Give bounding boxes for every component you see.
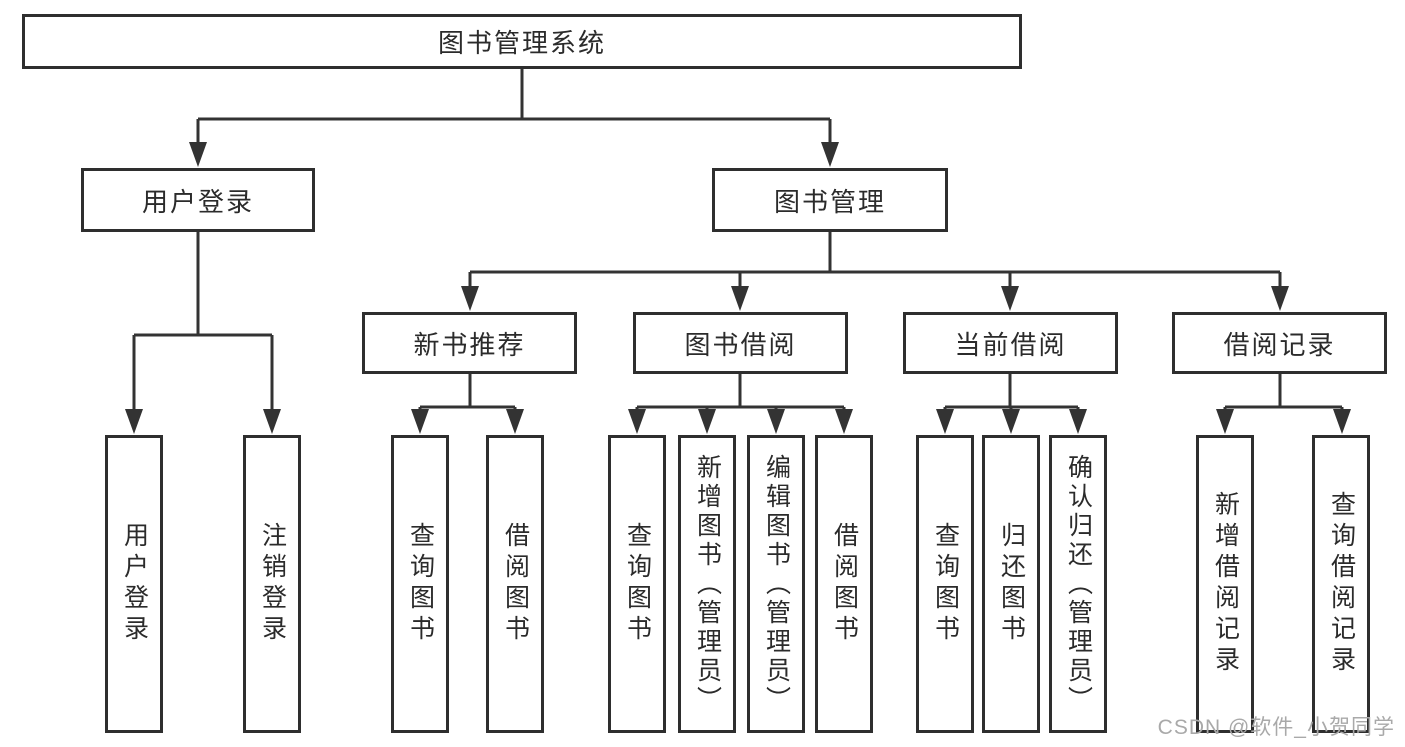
node-label: 新书推荐 xyxy=(413,329,526,360)
node-label: 查询借阅记录 xyxy=(1327,491,1356,677)
node-label: 编辑图书（管理员） xyxy=(762,453,791,715)
leaf-user-login: 用户登录 xyxy=(105,435,163,733)
node-current-borrow: 当前借阅 xyxy=(903,312,1118,374)
arrow-icon xyxy=(698,409,716,434)
connector-bookmgmt-to-level3 xyxy=(468,232,1282,292)
node-label: 查询图书 xyxy=(623,522,652,646)
node-label: 新增图书（管理员） xyxy=(693,453,722,715)
leaf-current-query-books: 查询图书 xyxy=(916,435,974,733)
node-label: 用户登录 xyxy=(141,186,254,217)
arrowheads xyxy=(125,142,1351,434)
node-new-book-recommend: 新书推荐 xyxy=(362,312,577,374)
arrow-icon xyxy=(263,409,281,434)
node-label: 用户登录 xyxy=(120,522,149,646)
arrow-icon xyxy=(1216,409,1234,434)
arrow-icon xyxy=(936,409,954,434)
arrow-icon xyxy=(821,142,839,167)
arrow-icon xyxy=(1001,286,1019,311)
node-label: 借阅图书 xyxy=(501,522,530,646)
node-label: 借阅记录 xyxy=(1223,329,1336,360)
arrow-icon xyxy=(506,409,524,434)
node-label: 查询图书 xyxy=(931,522,960,646)
connector-bookborrow-branch xyxy=(635,374,846,415)
node-borrow-records: 借阅记录 xyxy=(1172,312,1387,374)
node-user-login: 用户登录 xyxy=(81,168,315,232)
connector-currentborrow-branch xyxy=(943,374,1080,415)
arrow-icon xyxy=(461,286,479,311)
csdn-watermark: CSDN @软件_小贺同学 xyxy=(1157,716,1395,739)
node-label: 图书借阅 xyxy=(684,329,797,360)
node-label: 查询图书 xyxy=(406,522,435,646)
node-book-borrow: 图书借阅 xyxy=(633,312,848,374)
arrow-icon xyxy=(628,409,646,434)
leaf-query-borrow-record: 查询借阅记录 xyxy=(1312,435,1370,733)
arrow-icon xyxy=(835,409,853,434)
connector-newbook-branch xyxy=(418,374,517,415)
node-book-management: 图书管理 xyxy=(712,168,948,232)
node-label: 当前借阅 xyxy=(954,329,1067,360)
connector-borrowrecords-branch xyxy=(1223,374,1344,415)
leaf-add-books-admin: 新增图书（管理员） xyxy=(678,435,736,733)
connector-userlogin-to-leaves xyxy=(132,232,274,415)
arrow-icon xyxy=(1069,409,1087,434)
node-label: 注销登录 xyxy=(258,522,287,646)
node-label: 新增借阅记录 xyxy=(1211,491,1240,677)
node-library-management-system: 图书管理系统 xyxy=(22,14,1022,69)
leaf-logout: 注销登录 xyxy=(243,435,301,733)
leaf-borrow-query-books: 查询图书 xyxy=(608,435,666,733)
arrow-icon xyxy=(1002,409,1020,434)
leaf-confirm-return-admin: 确认归还（管理员） xyxy=(1049,435,1107,733)
arrow-icon xyxy=(767,409,785,434)
leaf-newbook-borrow-books: 借阅图书 xyxy=(486,435,544,733)
node-label: 图书管理 xyxy=(773,186,886,217)
node-label: 图书管理系统 xyxy=(437,28,606,58)
leaf-return-books: 归还图书 xyxy=(982,435,1040,733)
leaf-borrow-borrow-books: 借阅图书 xyxy=(815,435,873,733)
arrow-icon xyxy=(1333,409,1351,434)
arrow-icon xyxy=(1271,286,1289,311)
arrow-icon xyxy=(411,409,429,434)
arrow-icon xyxy=(189,142,207,167)
connector-root-to-level2 xyxy=(196,69,832,148)
leaf-edit-books-admin: 编辑图书（管理员） xyxy=(747,435,805,733)
arrow-icon xyxy=(731,286,749,311)
node-label: 确认归还（管理员） xyxy=(1064,453,1093,715)
node-label: 归还图书 xyxy=(997,522,1026,646)
node-label: 借阅图书 xyxy=(830,522,859,646)
leaf-add-borrow-record: 新增借阅记录 xyxy=(1196,435,1254,733)
arrow-icon xyxy=(125,409,143,434)
leaf-newbook-query-books: 查询图书 xyxy=(391,435,449,733)
